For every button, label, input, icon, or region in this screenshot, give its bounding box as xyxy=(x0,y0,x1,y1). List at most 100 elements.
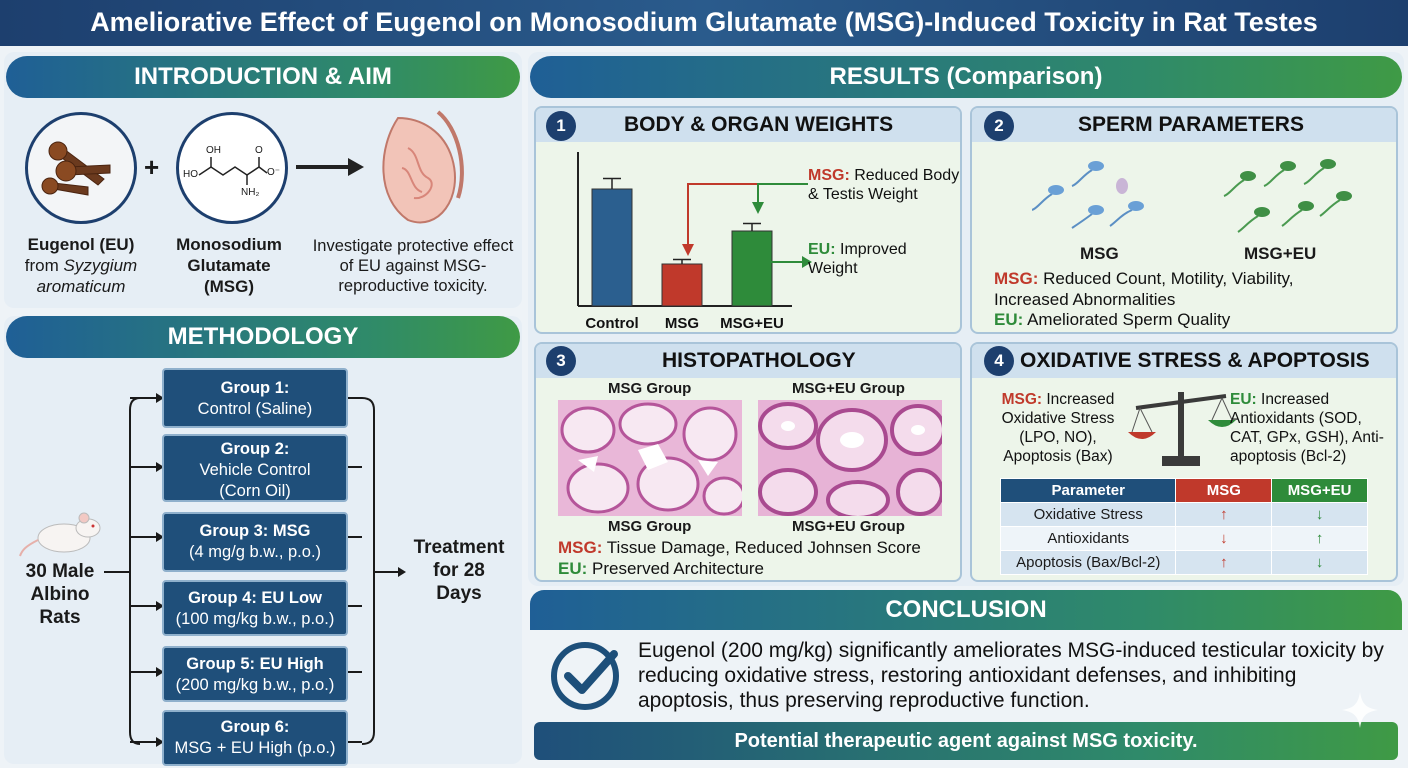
msg-line3: (MSG) xyxy=(203,277,255,296)
oxidative-eu-label: EU: xyxy=(1230,391,1257,408)
group-3-box: Group 3: MSG (4 mg/g b.w., p.o.) xyxy=(162,512,348,572)
sperm-msgeu-caption: MSG+EU xyxy=(1244,244,1317,263)
msg-molecule-image: OH HO O O⁻ NH₂ xyxy=(176,112,288,224)
sperm-card: 2 SPERM PARAMETERS MSG MSG+EU MSG: Reduc… xyxy=(970,106,1398,334)
balance-scale-icon xyxy=(1128,392,1236,466)
sperm-number: 2 xyxy=(984,111,1014,141)
oxidative-card: 4 OXIDATIVE STRESS & APOPTOSIS MSG: Incr… xyxy=(970,342,1398,582)
histo-msg-text: Tissue Damage, Reduced Johnsen Score xyxy=(602,538,921,557)
group-1-title: Group 1: xyxy=(220,379,290,397)
table-cell-param: Apoptosis (Bax/Bcl-2) xyxy=(999,550,1177,575)
molecule-o-label: O xyxy=(255,145,263,156)
group-6-title: Group 6: xyxy=(220,718,290,736)
body-weights-title: BODY & ORGAN WEIGHTS xyxy=(624,113,894,136)
bar-msg xyxy=(661,263,703,307)
eugenol-genus: Syzygium xyxy=(63,256,138,275)
eugenol-species: aromaticum xyxy=(36,277,126,296)
sperm-eu-text: Ameliorated Sperm Quality xyxy=(1023,310,1231,329)
molecule-ominus-label: O⁻ xyxy=(267,167,281,178)
table-cell-msgeu: ↓ xyxy=(1271,550,1368,575)
msg-line1: Monosodium xyxy=(176,235,282,254)
table-cell-msg: ↑ xyxy=(1175,502,1273,527)
table-row: Antioxidants ↓ ↑ xyxy=(999,526,1368,551)
clove-image xyxy=(25,112,137,224)
sperm-eu-note: EU: Ameliorated Sperm Quality xyxy=(994,310,1294,330)
histo-eu-text: Preserved Architecture xyxy=(587,559,764,578)
body-weights-msg-text: Reduced Body & Testis Weight xyxy=(808,167,960,203)
eugenol-label: Eugenol (EU) from Syzygium aromaticum xyxy=(14,234,148,297)
group-1-box: Group 1: Control (Saline) xyxy=(162,368,348,428)
oxidative-table-header-row: Parameter MSG MSG+EU xyxy=(999,478,1368,503)
group-3-desc: (4 mg/g b.w., p.o.) xyxy=(188,543,322,561)
group-4-desc: (100 mg/kg b.w., p.o.) xyxy=(175,610,335,628)
x-tick-label: MSG xyxy=(665,315,699,332)
sperm-eu-label: EU: xyxy=(994,310,1024,329)
group-4-title: Group 4: EU Low xyxy=(188,589,322,607)
group-3-title: Group 3: MSG xyxy=(199,522,311,540)
oxidative-eu-text: Increased Antioxidants (SOD, CAT, GPx, G… xyxy=(1230,391,1384,465)
body-weight-bar-chart: Control MSG MSG+EU xyxy=(577,152,792,332)
subjects-label: 30 Male Albino Rats xyxy=(8,560,112,629)
histopathology-header: 3 HISTOPATHOLOGY xyxy=(536,344,960,378)
eugenol-from: from xyxy=(24,256,64,275)
histo-img2-top-label: MSG+EU Group xyxy=(792,380,905,397)
histopathology-number: 3 xyxy=(546,346,576,376)
group-6-box: Group 6: MSG + EU High (p.o.) xyxy=(162,710,348,766)
sperm-msg-text: Reduced Count, Motility, Viability, Incr… xyxy=(994,269,1294,309)
table-row: Apoptosis (Bax/Bcl-2) ↑ ↓ xyxy=(999,550,1368,575)
results-header: RESULTS (Comparison) xyxy=(530,56,1402,98)
group-6-desc: MSG + EU High (p.o.) xyxy=(174,739,336,757)
table-cell-msgeu: ↓ xyxy=(1271,502,1368,527)
oxidative-msg-label: MSG: xyxy=(1001,391,1043,408)
oxidative-msg-text: Increased Oxidative Stress (LPO, NO), Ap… xyxy=(1001,391,1115,465)
rat-icon xyxy=(19,512,101,557)
group-2-box: Group 2: Vehicle Control (Corn Oil) xyxy=(162,434,348,502)
group-2-title: Group 2: xyxy=(220,440,290,458)
bar-msg-eu xyxy=(731,230,773,307)
conclusion-text: Eugenol (200 mg/kg) significantly amelio… xyxy=(638,639,1384,712)
methodology-header: METHODOLOGY xyxy=(6,316,520,358)
x-tick-label: MSG+EU xyxy=(720,315,784,332)
molecule-ho-label: HO xyxy=(183,169,198,180)
table-row: Oxidative Stress ↑ ↓ xyxy=(999,502,1368,527)
conclusion-banner: Potential therapeutic agent against MSG … xyxy=(534,722,1398,760)
group-5-box: Group 5: EU High (200 mg/kg b.w., p.o.) xyxy=(162,646,348,702)
body-weights-msg-note: MSG: Reduced Body & Testis Weight xyxy=(808,166,960,204)
intro-header: INTRODUCTION & AIM xyxy=(6,56,520,98)
bar-control xyxy=(591,188,633,307)
oxidative-msg-note: MSG: Increased Oxidative Stress (LPO, NO… xyxy=(996,390,1120,466)
methodology-flow-lines xyxy=(104,393,406,747)
histopathology-title: HISTOPATHOLOGY xyxy=(662,349,856,372)
histo-img1-top-label: MSG Group xyxy=(608,380,692,397)
table-header-parameter: Parameter xyxy=(999,478,1177,503)
checkmark-icon xyxy=(551,642,619,710)
body-weights-eu-label: EU: xyxy=(808,241,836,258)
body-weights-eu-note: EU: Improved Weight xyxy=(808,240,948,278)
group-5-desc: (200 mg/kg b.w., p.o.) xyxy=(175,676,335,694)
histo-msg-note: MSG: Tissue Damage, Reduced Johnsen Scor… xyxy=(558,538,921,558)
histo-msgeu-image xyxy=(758,400,942,516)
sperm-title: SPERM PARAMETERS xyxy=(1078,113,1304,136)
histo-eu-note: EU: Preserved Architecture xyxy=(558,559,764,579)
oxidative-eu-note: EU: Increased Antioxidants (SOD, CAT, GP… xyxy=(1230,390,1396,466)
sperm-msg-caption: MSG xyxy=(1080,244,1119,263)
plus-sign: + xyxy=(144,152,160,182)
histo-img1-bottom-label: MSG Group xyxy=(608,518,692,535)
body-weights-eu-text: Improved Weight xyxy=(808,241,907,277)
group-1-desc: Control (Saline) xyxy=(197,400,313,418)
sperm-header: 2 SPERM PARAMETERS xyxy=(972,108,1396,142)
intro-arrow-icon xyxy=(296,158,364,176)
sperm-msg-icon xyxy=(1032,161,1144,229)
x-tick-label: Control xyxy=(585,315,638,332)
clove-icon xyxy=(41,141,111,196)
eugenol-name: Eugenol (EU) xyxy=(27,235,135,254)
table-header-msg: MSG xyxy=(1175,478,1273,503)
histo-msg-label: MSG: xyxy=(558,538,603,557)
body-weight-annotation-arrows xyxy=(682,183,812,268)
body-weights-msg-label: MSG: xyxy=(808,167,850,184)
oxidative-header: 4 OXIDATIVE STRESS & APOPTOSIS xyxy=(972,344,1396,378)
conclusion-header: CONCLUSION xyxy=(530,590,1402,630)
histo-img2-bottom-label: MSG+EU Group xyxy=(792,518,905,535)
oxidative-number: 4 xyxy=(984,346,1014,376)
